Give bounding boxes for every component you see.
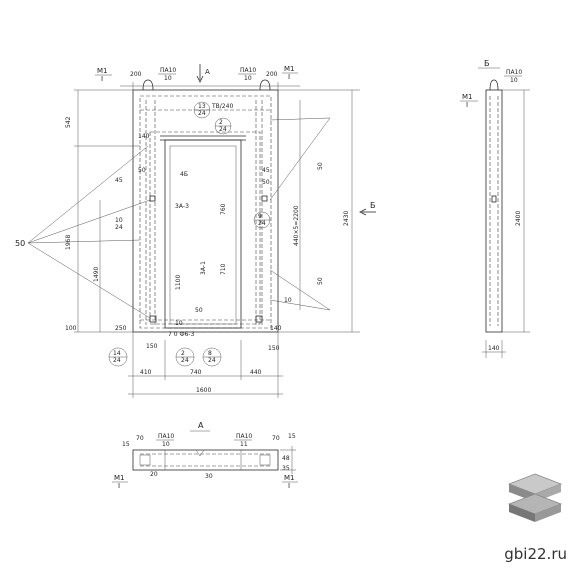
side-panel-outline bbox=[485, 89, 503, 333]
label-m1-plan-right-sub: I bbox=[288, 482, 290, 490]
dim-1968: 1968 bbox=[65, 235, 72, 250]
dim-140-right: 140 bbox=[270, 325, 282, 332]
dim-760: 760 bbox=[220, 203, 227, 215]
dim-410: 410 bbox=[140, 369, 152, 376]
label-pa10-plan-right: ПА10 bbox=[236, 433, 252, 440]
dim-710: 710 bbox=[220, 263, 227, 275]
label-pa10-plan-right-sub: 11 bbox=[240, 441, 248, 448]
dim-50-b: 50 bbox=[195, 307, 203, 314]
dim-1100: 1100 bbox=[175, 275, 182, 290]
label-m1-plan-left-sub: I bbox=[118, 482, 120, 490]
label-pa10-right-sub: 10 bbox=[244, 75, 252, 82]
label-m1-top-right: М1 bbox=[284, 65, 295, 73]
label-m1-top-left: М1 bbox=[97, 67, 108, 75]
label-pa10-left-sub: 10 bbox=[164, 75, 172, 82]
label-m1-top-right-sub: I bbox=[288, 73, 290, 81]
dim-50-right-2: 50 bbox=[317, 277, 324, 285]
label-pa10-plan-left: ПА10 bbox=[158, 433, 174, 440]
front-right-dims: 2430 440×5=2200 50 50 45 50 140 10 Б bbox=[262, 89, 376, 333]
plan-view: А М1 I М1 I ПА10 10 ПА10 11 70 70 15 15 … bbox=[112, 421, 298, 490]
dim-2430: 2430 bbox=[343, 211, 350, 226]
dim-200-right: 200 bbox=[266, 71, 278, 78]
side-view: Б М1 I ПА10 10 2400 140 bbox=[460, 59, 530, 358]
dim-30-plan: 30 bbox=[205, 473, 213, 480]
label-m1-plan-right: М1 bbox=[284, 474, 295, 482]
plan-section-label: А bbox=[198, 421, 204, 430]
dim-140-side: 140 bbox=[488, 345, 500, 352]
lifting-loop-left bbox=[142, 79, 154, 91]
label-50-left: 50 bbox=[15, 239, 25, 248]
dim-50-a: 50 bbox=[138, 167, 146, 174]
reinforcement-inner bbox=[149, 131, 261, 325]
side-section-label: Б bbox=[484, 59, 490, 68]
label-pa10-left: ПА10 bbox=[160, 67, 176, 74]
dim-70-plan-left: 70 bbox=[136, 435, 144, 442]
front-view bbox=[132, 79, 279, 333]
dim-1490: 1490 bbox=[93, 267, 100, 282]
dim-48-plan: 48 bbox=[282, 455, 290, 462]
dim-440: 440 bbox=[250, 369, 262, 376]
label-m1-top-left-sub: I bbox=[101, 75, 103, 83]
dim-10: 10 bbox=[175, 320, 183, 327]
front-top-dims: 200 200 М1 I М1 I ПА10 10 ПА10 10 А bbox=[95, 64, 300, 92]
dim-45-right: 45 bbox=[262, 167, 270, 174]
side-lifting-loop bbox=[489, 79, 499, 91]
label-m1-plan-left: М1 bbox=[114, 474, 125, 482]
dim-150-right: 150 bbox=[268, 345, 280, 352]
section-b-label: Б bbox=[370, 201, 376, 210]
reinforcement-frame bbox=[139, 95, 272, 329]
label-m1-side-sub: I bbox=[466, 101, 468, 109]
dim-140: 140 bbox=[138, 133, 150, 140]
lifting-loop-right bbox=[259, 79, 271, 91]
dim-1-bot: 7 0 Ф6-3 bbox=[168, 331, 195, 338]
dim-100: 100 bbox=[65, 325, 77, 332]
label-pa10-right: ПА10 bbox=[240, 67, 256, 74]
dim-542: 542 bbox=[65, 116, 72, 128]
label-pa10-plan-left-sub: 10 bbox=[162, 441, 170, 448]
label-frame-3a-2: 3А-1 bbox=[200, 261, 207, 275]
label-pa10-side-sub: 10 bbox=[510, 77, 518, 84]
dim-200-left: 200 bbox=[130, 71, 142, 78]
dim-1600: 1600 bbox=[196, 387, 211, 394]
dim-150-left: 150 bbox=[146, 343, 158, 350]
label-frame-kr: ТВ/240 bbox=[211, 103, 233, 110]
dim-15-plan-right: 15 bbox=[288, 433, 296, 440]
dim-740: 740 bbox=[190, 369, 202, 376]
plan-outline bbox=[132, 449, 279, 471]
dim-4x5: 440×5=2200 bbox=[293, 205, 300, 246]
dim-10-right: 10 bbox=[284, 297, 292, 304]
dim-50-right-3: 50 bbox=[262, 179, 270, 186]
label-frame-3a: 3А-3 bbox=[175, 203, 189, 210]
dim-45: 45 bbox=[115, 177, 123, 184]
label-pa10-side: ПА10 bbox=[506, 69, 522, 76]
label-frame-4b: 4Б bbox=[180, 171, 188, 178]
dim-15-plan-left: 15 bbox=[122, 441, 130, 448]
dim-50-right: 50 bbox=[317, 162, 324, 170]
dim-250: 250 bbox=[115, 325, 127, 332]
dim-20-plan: 20 bbox=[150, 471, 158, 478]
label-m1-side: М1 bbox=[462, 93, 473, 101]
dim-70-plan-right: 70 bbox=[272, 435, 280, 442]
brand-logo-icon bbox=[507, 473, 563, 522]
watermark-text: gbi22.ru bbox=[504, 545, 567, 563]
door-opening bbox=[164, 139, 242, 329]
dim-2400-side: 2400 bbox=[515, 211, 522, 226]
arrow-a-label: А bbox=[205, 68, 210, 76]
dim-35-plan: 35 bbox=[282, 465, 290, 472]
